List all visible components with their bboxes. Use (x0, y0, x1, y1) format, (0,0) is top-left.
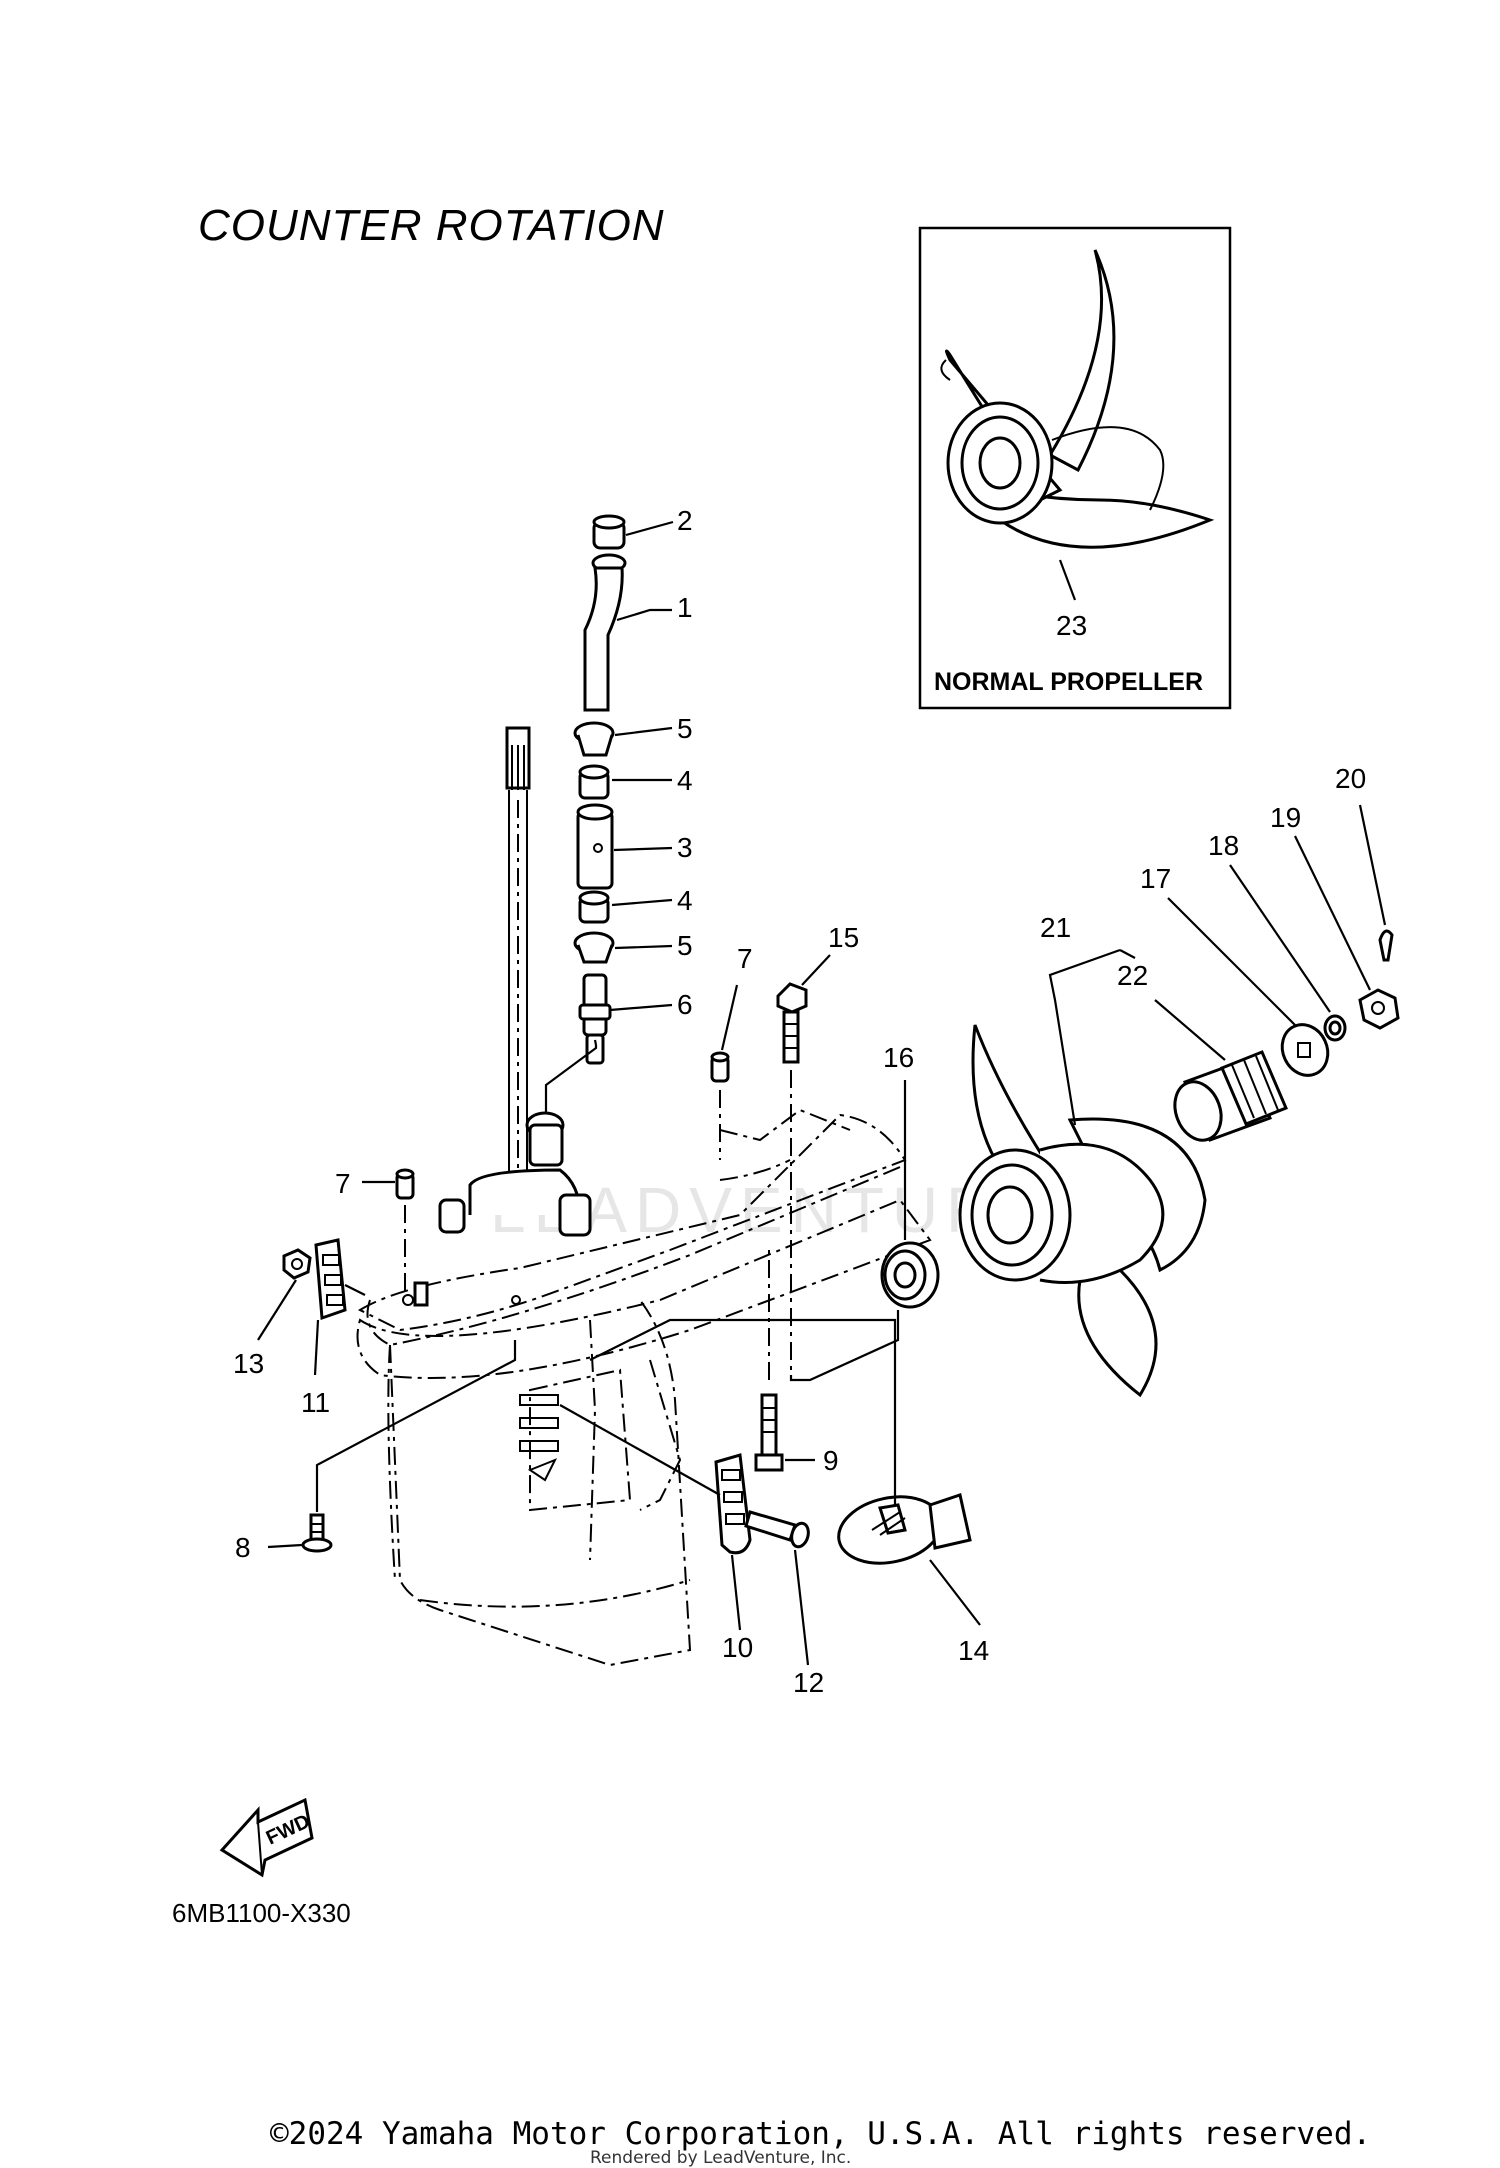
part-22-spacer[interactable] (1167, 1050, 1288, 1147)
callout-18: 18 (1208, 830, 1239, 861)
callout-22: 22 (1117, 960, 1148, 991)
callout-12: 12 (793, 1667, 824, 1698)
fwd-arrow-icon: FWD (219, 1797, 314, 1878)
part-1-water-tube[interactable] (583, 553, 627, 712)
callout-13: 13 (233, 1348, 264, 1379)
callout-7-left: 7 (335, 1168, 351, 1199)
inset-frame (918, 226, 1232, 710)
callout-1: 1 (677, 592, 693, 623)
callout-11: 11 (301, 1387, 330, 1418)
callout-7-right: 7 (737, 943, 753, 974)
copyright-notice: ©2024 Yamaha Motor Corporation, U.S.A. A… (270, 2116, 1372, 2152)
normal-propeller-part-23[interactable] (940, 249, 1215, 549)
part-5-seal-lower[interactable] (573, 931, 615, 964)
callout-4-lower: 4 (677, 885, 693, 916)
part-4-grommet-lower[interactable] (578, 890, 610, 924)
diagram-title: COUNTER ROTATION (198, 201, 665, 250)
callout-23: 23 (1056, 610, 1087, 641)
part-21-counter-rotation-propeller[interactable] (958, 1024, 1207, 1398)
callout-15: 15 (828, 922, 859, 953)
part-15-bolt[interactable] (776, 982, 808, 1064)
callout-17: 17 (1140, 863, 1171, 894)
callout-5-upper: 5 (677, 713, 693, 744)
rendered-by-credit: Rendered by LeadVenture, Inc. (590, 2148, 852, 2168)
callout-20: 20 (1335, 763, 1366, 794)
diagram-code: 6MB1100-X330 (172, 1898, 351, 1928)
callout-4-upper: 4 (677, 765, 693, 796)
part-18-washer[interactable] (1323, 1014, 1347, 1042)
inset-caption: NORMAL PROPELLER (934, 668, 1203, 696)
part-6-water-tube-joint[interactable] (578, 973, 612, 1065)
callout-10: 10 (722, 1632, 753, 1663)
part-2-grommet[interactable] (592, 514, 626, 550)
part-16-thrust-washer[interactable] (880, 1241, 940, 1309)
part-10-anode[interactable] (714, 1453, 752, 1555)
callout-9: 9 (823, 1445, 839, 1476)
inset-normal-propeller: 23 NORMAL PROPELLER (918, 226, 1232, 710)
part-12-bolt[interactable] (744, 1510, 811, 1549)
callout-19: 19 (1270, 802, 1301, 833)
part-11-trim-tab-clip[interactable] (314, 1238, 347, 1321)
part-3-water-tube-guide[interactable] (576, 803, 614, 890)
part-7-dowel-pin-right[interactable] (710, 1051, 730, 1083)
part-20-cotter-pin[interactable] (1378, 929, 1394, 962)
part-5-seal-upper[interactable] (573, 721, 615, 757)
callout-5-lower: 5 (677, 930, 693, 961)
callout-6: 6 (677, 989, 693, 1020)
part-13-nut[interactable] (282, 1248, 312, 1280)
part-7-dowel-pin-left[interactable] (395, 1168, 415, 1200)
lower-gearcase-outline (356, 1108, 932, 1667)
part-4-grommet-upper[interactable] (578, 764, 610, 800)
callout-14: 14 (958, 1635, 989, 1666)
part-9-bolt[interactable] (754, 1393, 784, 1472)
callout-2: 2 (677, 505, 693, 536)
callout-16: 16 (883, 1042, 914, 1073)
part-14-trim-tab[interactable] (832, 1488, 972, 1572)
callout-3: 3 (677, 832, 693, 863)
callout-8: 8 (235, 1532, 251, 1563)
part-8-bolt[interactable] (301, 1513, 333, 1553)
callout-21: 21 (1040, 912, 1071, 943)
water-tube-assembly (544, 514, 627, 1120)
part-17-washer[interactable] (1274, 1017, 1336, 1083)
gearcase-water-intake (519, 1394, 559, 1482)
part-19-nut[interactable] (1358, 988, 1400, 1030)
